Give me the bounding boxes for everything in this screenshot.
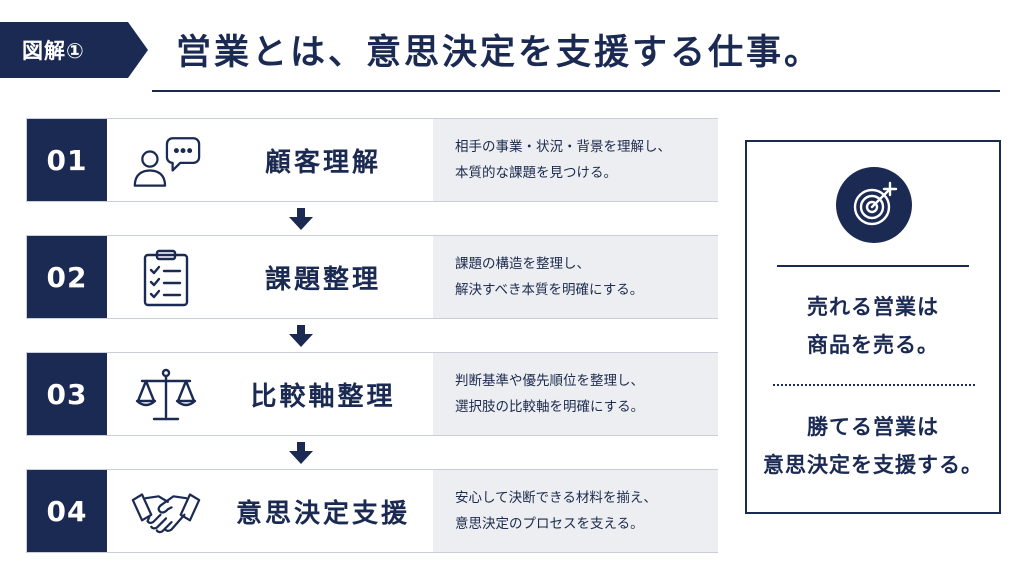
step-description: 課題の構造を整理し、 解決すべき本質を明確にする。 <box>433 236 718 318</box>
target-icon <box>836 167 912 243</box>
step-description-line-1: 安心して決断できる材料を揃え、 <box>455 490 657 506</box>
message-line-1: 売れる営業は <box>807 295 939 319</box>
step-description-line-2: 解決すべき本質を明確にする。 <box>455 282 644 298</box>
dotted-divider <box>773 384 975 386</box>
step-04: 04 意思決定支援 安心して決断できる材料を揃え、 意思決定のプロセスを支える。 <box>26 469 718 553</box>
handshake-icon <box>131 482 201 542</box>
step-label: 意思決定支援 <box>235 498 410 529</box>
step-02: 02 課題整理 課題の構造を整理し、 解決すべき本質を明確にする。 <box>26 235 718 319</box>
message-line-2: 意思決定を支援する。 <box>763 453 983 477</box>
clipboard-checklist-icon <box>131 248 201 308</box>
step-label: 比較軸整理 <box>250 381 396 412</box>
step-description: 判断基準や優先順位を整理し、 選択肢の比較軸を明確にする。 <box>433 353 718 435</box>
page-title: 営業とは、意思決定を支援する仕事。 <box>176 33 823 73</box>
step-description-line-1: 相手の事業・状況・背景を理解し、 <box>455 139 671 155</box>
step-01: 01 顧客理解 相手の事業・状況・背景を理解し、 本質的な課題を見つける。 <box>26 118 718 202</box>
step-label: 顧客理解 <box>264 147 381 178</box>
message-support-decisions: 勝てる営業は 意思決定を支援する。 <box>747 408 999 484</box>
step-description: 相手の事業・状況・背景を理解し、 本質的な課題を見つける。 <box>433 119 718 201</box>
message-line-1: 勝てる営業は <box>807 415 939 439</box>
step-description: 安心して決断できる材料を揃え、 意思決定のプロセスを支える。 <box>433 470 718 552</box>
balance-scale-icon <box>131 365 201 425</box>
step-description-line-2: 本質的な課題を見つける。 <box>455 165 617 181</box>
step-description-line-2: 選択肢の比較軸を明確にする。 <box>455 399 645 415</box>
key-message-card: 売れる営業は 商品を売る。 勝てる営業は 意思決定を支援する。 <box>745 140 1001 514</box>
arrow-down-icon <box>289 208 313 230</box>
step-03: 03 比較軸整理 判断基準や優先順位を整理し、 選択肢の比較軸を明確にする。 <box>26 352 718 436</box>
arrow-down-icon <box>289 325 313 347</box>
step-number: 04 <box>27 470 107 552</box>
title-underline <box>152 90 1000 92</box>
step-description-line-1: 判断基準や優先順位を整理し、 <box>455 373 644 389</box>
step-number: 02 <box>27 236 107 318</box>
card-divider <box>777 265 969 267</box>
message-sell-products: 売れる営業は 商品を売る。 <box>747 288 999 364</box>
step-description-line-1: 課題の構造を整理し、 <box>455 256 590 272</box>
step-number: 03 <box>27 353 107 435</box>
arrow-down-icon <box>289 442 313 464</box>
step-description-line-2: 意思決定のプロセスを支える。 <box>455 516 644 532</box>
step-label: 課題整理 <box>264 264 381 295</box>
figure-tag: 図解① <box>0 22 148 78</box>
step-number: 01 <box>27 119 107 201</box>
customer-chat-icon <box>131 131 201 191</box>
message-line-2: 商品を売る。 <box>807 333 939 357</box>
